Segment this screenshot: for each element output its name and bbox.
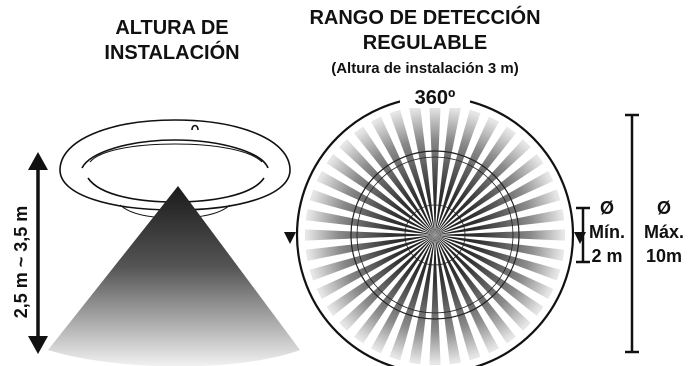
detection-ray [309,189,435,235]
detection-ray [305,209,435,235]
detection-ray [435,126,516,235]
detection-ray [435,235,565,261]
detection-ray [435,229,566,241]
left-title-line2: INSTALACIÓN [104,40,239,64]
detection-ray [354,126,435,235]
detection-ray [435,189,561,235]
detection-ray [409,105,435,235]
radial-detection-pattern-icon [295,95,575,366]
min-diameter-symbol: Ø [600,198,614,218]
detection-ray [309,235,435,281]
detection-ray [435,235,461,365]
detection-ray [435,105,461,235]
detection-ray [435,116,499,235]
min-value: 2 m [591,246,622,266]
detection-ray [389,109,435,235]
detection-cone-icon [48,186,300,366]
detection-ray [429,235,441,366]
detection-ray [409,235,435,365]
max-value: 10m [646,246,682,266]
min-label: Mín. [589,222,625,242]
detection-ray [435,235,561,281]
angle-label: 360º [415,87,456,109]
detection-ray [304,229,435,241]
detection-ray [326,154,435,235]
detection-ray [435,235,499,354]
detection-ray [389,235,435,361]
detection-ray [371,116,435,235]
detection-ray [429,104,441,235]
detection-ray [371,235,435,354]
detection-ray [435,235,531,331]
detection-ray [435,139,531,235]
detection-ray [339,139,435,235]
height-range-label: 2,5 m ~ 3,5 m [11,206,31,319]
right-title-line2: REGULABLE [363,32,487,54]
detection-ray [316,235,435,299]
detection-ray [326,235,435,316]
right-subtitle: (Altura de instalación 3 m) [331,60,519,77]
detection-ray [435,154,544,235]
max-label: Máx. [644,222,684,242]
max-diameter-bracket [625,113,639,354]
ceiling-sensor-lamp-icon [59,119,291,219]
detection-ray [339,235,435,331]
detection-ray [354,235,435,344]
detection-ray [435,171,554,235]
left-title-line1: ALTURA DE [115,17,228,39]
min-diameter-bracket [576,206,590,264]
detection-ray [435,235,481,361]
detection-ray [435,235,516,344]
max-diameter-symbol: Ø [657,198,671,218]
right-title-line1: RANGO DE DETECCIÓN [309,5,540,29]
detection-ray [435,209,565,235]
detection-ray [316,171,435,235]
detection-ray [305,235,435,261]
height-range-arrow [28,152,48,354]
detection-ray [435,235,544,316]
detection-ray [435,109,481,235]
detection-ray [435,235,554,299]
